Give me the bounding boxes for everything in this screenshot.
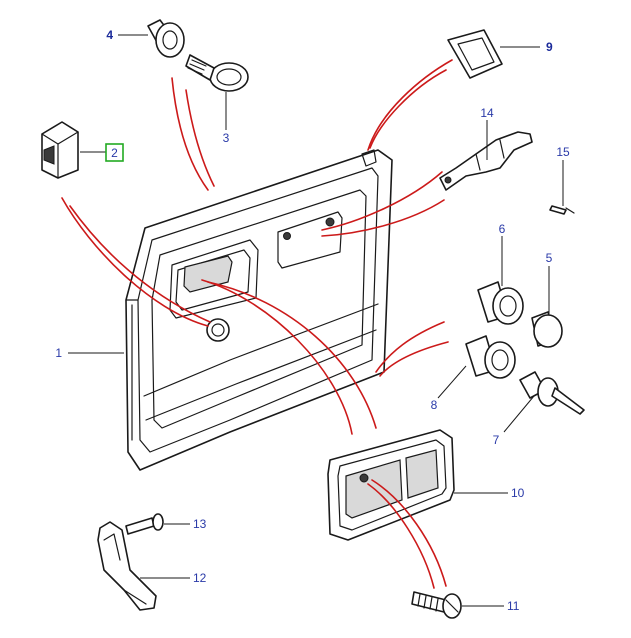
- callout-15[interactable]: 15: [556, 145, 570, 159]
- door-handle-bezel[interactable]: [327, 429, 455, 541]
- callout-1[interactable]: 1: [55, 346, 62, 360]
- callout-5[interactable]: 5: [546, 251, 553, 265]
- callout-2-highlight: [105, 143, 124, 162]
- bolt-part-13[interactable]: [125, 513, 164, 535]
- callout-13[interactable]: 13: [193, 517, 207, 531]
- callout-6[interactable]: 6: [499, 222, 506, 236]
- callout-7[interactable]: 7: [493, 433, 500, 447]
- callout-12[interactable]: 12: [193, 571, 207, 585]
- callout-2[interactable]: 2: [111, 146, 118, 160]
- callout-labels: 1 2 3 4 5 6 7 8 9 10 11 12 13 14 15: [55, 28, 570, 613]
- callout-8[interactable]: 8: [431, 398, 438, 412]
- screw-part-7[interactable]: [519, 371, 585, 415]
- leader-lines: [68, 34, 564, 607]
- bush-part-8[interactable]: [465, 335, 516, 379]
- plug-part[interactable]: [531, 311, 563, 348]
- bracket-part[interactable]: [97, 521, 157, 611]
- callout-11[interactable]: 11: [507, 599, 520, 613]
- assembly-lines: [61, 59, 453, 589]
- screw-part-11[interactable]: [411, 591, 462, 619]
- callout-14[interactable]: 14: [480, 106, 494, 120]
- callout-10[interactable]: 10: [511, 486, 525, 500]
- callout-9[interactable]: 9: [546, 40, 553, 54]
- pull-handle-part[interactable]: [439, 131, 533, 191]
- small-screw-part[interactable]: [549, 205, 575, 215]
- push-rivet-part[interactable]: [185, 54, 249, 92]
- callout-4[interactable]: 4: [106, 28, 113, 42]
- callout-3[interactable]: 3: [223, 131, 230, 145]
- bush-part-6[interactable]: [477, 281, 524, 325]
- door-trim-panel[interactable]: [125, 149, 393, 471]
- handle-finisher-part[interactable]: [447, 29, 503, 79]
- grommet-part[interactable]: [147, 19, 185, 58]
- block-clip-part[interactable]: [41, 121, 79, 179]
